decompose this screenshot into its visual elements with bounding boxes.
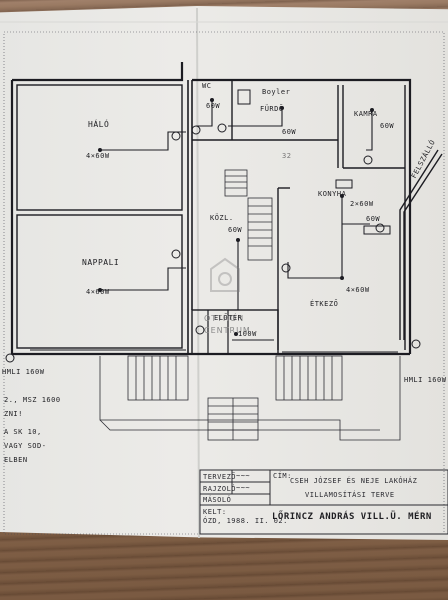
signature-tervezo: ~~~ [236, 472, 251, 480]
room-label-halo: HÁLÓ [88, 120, 110, 129]
title-cim-line1: CSEH JÓZSEF ÉS NEJE LAKÓHÁZ [290, 477, 418, 485]
note-line: 2., MSZ 1600 [4, 396, 61, 404]
wire [100, 267, 186, 291]
wire-riser [399, 149, 439, 340]
title-kelt-value: ÓZD, 1988. II. 02. [203, 517, 288, 525]
room-label-nappali: NAPPALI [82, 258, 120, 267]
load-label-furdo: 60W [282, 128, 297, 136]
title-cim-line2: VILLAMOSÍTÁSI TERVE [305, 491, 395, 499]
room-label-kamra: KAMRA [354, 110, 378, 118]
switch-symbol [363, 155, 373, 165]
switch-symbol [375, 223, 385, 233]
watermark-logo [205, 255, 245, 295]
wall-halo [16, 84, 183, 211]
kitchen-counter [335, 179, 353, 189]
wall-eloter [191, 309, 279, 355]
title-firm-name: LŐRINCZ ANDRÁS VILL.Ü. MÉRN [272, 512, 432, 522]
load-label-konyha: 2×60W [350, 200, 374, 208]
light-fixture-marker [370, 108, 374, 112]
annotation-32: 32 [282, 152, 292, 160]
stair-entrance-right [275, 355, 343, 401]
load-label-konyha-b: 60W [366, 215, 381, 223]
label-hmli-right: HMLI 160W [404, 376, 447, 384]
outdoor-light-symbol [411, 339, 421, 349]
stair-hall [247, 197, 273, 261]
wire [228, 108, 283, 127]
load-label-etkezo: 4×60W [346, 286, 370, 294]
switch-symbol [171, 131, 181, 141]
boiler-symbol [237, 89, 251, 105]
watermark-text: OTTHON [204, 314, 245, 323]
title-cim-label: CÍM: [273, 472, 292, 480]
light-fixture-marker [210, 98, 214, 102]
switch-symbol [171, 249, 181, 259]
title-kelt-label: KELT: [203, 508, 227, 516]
load-label-halo: 4×60W [86, 152, 110, 160]
title-masolo-label: MÁSOLÓ [203, 496, 232, 504]
light-fixture-marker [234, 332, 238, 336]
switch-symbol [191, 125, 201, 135]
load-label-wc: 60W [206, 102, 221, 110]
light-fixture-marker [98, 148, 102, 152]
wire-riser [403, 153, 443, 340]
room-label-kozl: KÖZL. [210, 214, 234, 222]
signature-rajzolo: ~~~ [236, 484, 251, 492]
stair-upper [224, 169, 248, 197]
load-label-kamra: 60W [380, 122, 395, 130]
kitchen-sink [363, 225, 391, 235]
light-fixture-marker [340, 194, 344, 198]
outer-wall [192, 78, 412, 354]
switch-symbol [281, 263, 291, 273]
room-label-eloter: ELŐTÉR [214, 314, 243, 322]
room-label-furdo: FÜRDŐ [260, 105, 284, 113]
title-tervezo-label: TERVEZŐ [203, 473, 237, 481]
paper-fold [196, 7, 200, 539]
wire [287, 196, 343, 279]
light-fixture-marker [98, 288, 102, 292]
note-line: ELBEN [4, 456, 28, 464]
note-line: VAGY SOD- [4, 442, 47, 450]
room-label-etkezo: ÉTKEZŐ [310, 300, 339, 308]
load-label-nappali: 4×60W [86, 288, 110, 296]
basement-outline [99, 419, 380, 431]
label-hmli-left: HMLI 160W [2, 368, 45, 376]
stair-entrance-left [127, 355, 189, 401]
light-fixture-marker [340, 276, 344, 280]
watermark-text: CENTRUM [204, 326, 251, 335]
light-fixture-marker [236, 238, 240, 242]
note-line: A SK 10, [4, 428, 42, 436]
room-label-konyha: KONYHA [318, 190, 347, 198]
load-label-eloter: 100W [238, 330, 257, 338]
wire [196, 100, 213, 127]
light-fixture-marker [280, 106, 284, 110]
title-rajzolo-label: RAJZOLÓ [203, 485, 237, 493]
outdoor-light-symbol [5, 353, 15, 363]
load-label-kozl: 60W [228, 226, 243, 234]
room-label-wc: WC [202, 82, 212, 90]
switch-symbol [217, 123, 227, 133]
switch-symbol [195, 325, 205, 335]
wall-nappali [16, 214, 183, 349]
outer-wall [12, 62, 184, 82]
blueprint-paper [0, 6, 448, 540]
label-boyler: Boyler [262, 88, 291, 96]
note-line: ZNI! [4, 410, 23, 418]
wire [366, 110, 373, 151]
